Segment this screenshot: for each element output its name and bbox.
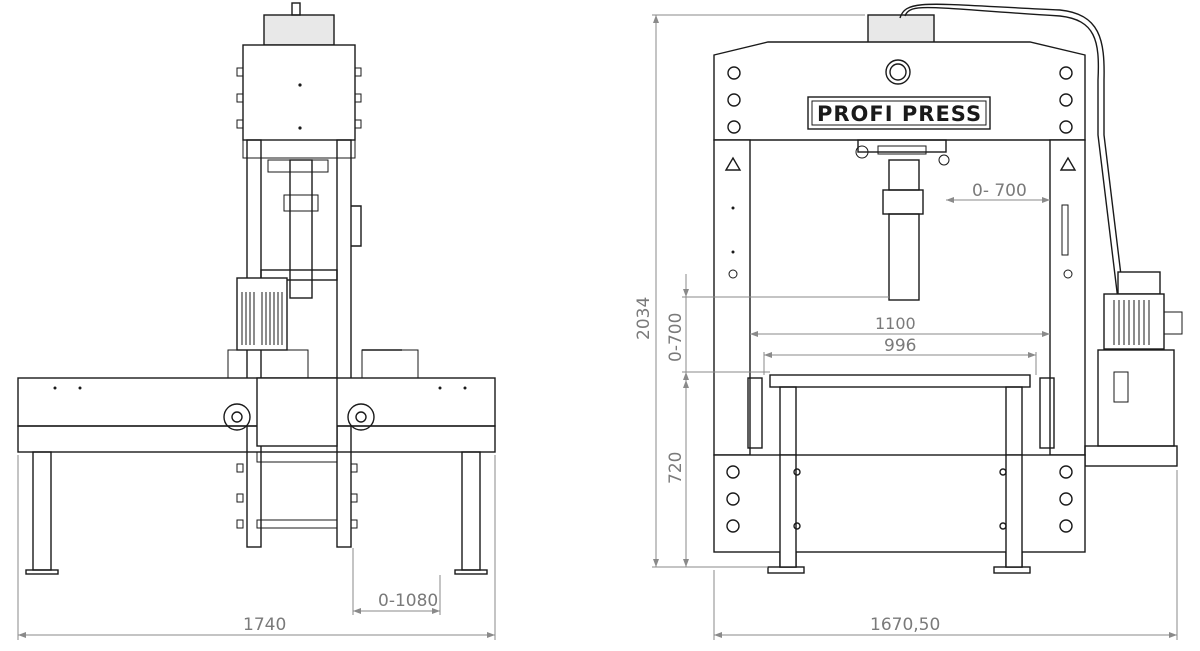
oil-tank [1097, 349, 1175, 447]
right-column [336, 139, 352, 548]
hydraulic-hose [904, 6, 1119, 301]
base-holes [726, 465, 1073, 533]
brand-plate [807, 96, 991, 130]
ram [289, 159, 313, 299]
dim-table-floor: 720 [666, 452, 686, 484]
dim-overall-width: 1670,50 [870, 615, 940, 635]
dim-inner-width: 1100 [875, 314, 916, 333]
beam-holes [727, 66, 1073, 134]
left-leg [32, 451, 52, 571]
base-frame [713, 454, 1086, 553]
dim-width: 1740 [243, 615, 286, 635]
dim-table-height-range: 0-700 [666, 313, 686, 362]
top-cap [263, 14, 335, 46]
dim-height: 2034 [634, 297, 654, 340]
brand-text: PROFI PRESS [817, 102, 982, 126]
front-view [17, 2, 496, 575]
gauge [885, 59, 911, 85]
head-bolts [236, 67, 362, 129]
front-dimensions: 1740 0-1080 [17, 455, 496, 640]
press-table [769, 374, 1031, 388]
right-leg [461, 451, 481, 571]
top-valve [291, 2, 301, 16]
cylinder-cap [867, 14, 935, 46]
side-view: PROFI PRESS [713, 3, 1183, 574]
handle [351, 205, 362, 247]
ram-rod [888, 213, 920, 301]
dim-table-travel: 0-1080 [378, 591, 438, 611]
right-upright [1049, 139, 1086, 456]
dim-ram-stroke: 0- 700 [972, 181, 1027, 201]
dim-table-width: 996 [884, 336, 916, 356]
side-dimensions: 2034 0-700 720 0- 700 1100 996 [634, 14, 1178, 640]
head-block [242, 44, 356, 141]
